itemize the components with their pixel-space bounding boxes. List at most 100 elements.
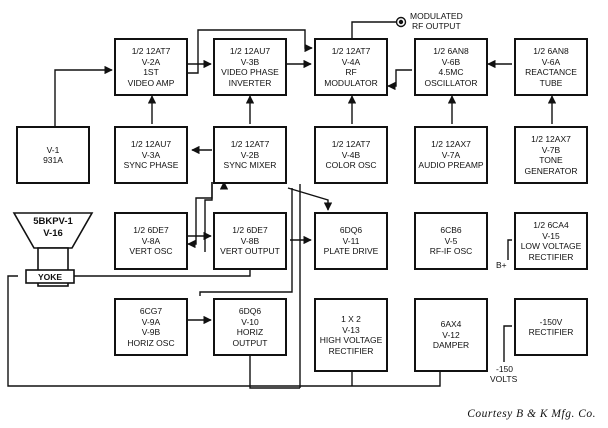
block-label-line: V-9A bbox=[141, 316, 161, 327]
block-label-line: V-7A bbox=[441, 149, 461, 160]
block-label-line: INVERTER bbox=[228, 77, 272, 88]
block-label-line: 1ST bbox=[143, 67, 159, 77]
block-label-line: VERT OSC bbox=[129, 246, 173, 257]
block-label-line: V-1 bbox=[46, 144, 60, 155]
block-label-line: 6DQ6 bbox=[339, 225, 363, 236]
rf-output-label-line2: RF OUTPUT bbox=[412, 21, 461, 31]
block-label-line: MODULATOR bbox=[324, 77, 378, 88]
block-label-line: SYNC PHASE bbox=[123, 160, 179, 171]
block-label-line: V-3B bbox=[240, 56, 260, 67]
block-label-line: SYNC MIXER bbox=[223, 160, 277, 171]
block-label-line: V-5 bbox=[444, 235, 458, 246]
block-label-line: V-6B bbox=[441, 56, 461, 67]
block-label-line: RF bbox=[345, 67, 357, 77]
block-label-line: 1 X 2 bbox=[341, 314, 361, 324]
block-label-line: V-2A bbox=[141, 56, 161, 67]
block-label-line: V-13 bbox=[342, 324, 360, 335]
block-label-line: V-11 bbox=[342, 235, 360, 246]
block-label-line: PLATE DRIVE bbox=[323, 246, 379, 257]
block-label-line: 1/2 12AX7 bbox=[431, 139, 471, 150]
block-label-line: V-4B bbox=[341, 149, 361, 160]
block-label-line: 1/2 12AU7 bbox=[130, 139, 172, 150]
block-label-line: RECTIFIER bbox=[328, 345, 374, 356]
block-label-line: VERT OUTPUT bbox=[220, 246, 280, 257]
block-label-line: RF-IF OSC bbox=[429, 246, 473, 257]
block-label-line: 1/2 12AT7 bbox=[331, 139, 371, 150]
block-label-line: 1/2 6AN8 bbox=[533, 46, 569, 56]
block-label-line: REACTANCE bbox=[525, 67, 577, 77]
block-label-line: 4.5MC bbox=[438, 67, 464, 77]
yoke-label: YOKE bbox=[37, 272, 63, 282]
block-label-line: OSCILLATOR bbox=[424, 77, 478, 88]
block-label-line: 6DQ6 bbox=[238, 306, 262, 316]
block-label-line: V-3A bbox=[141, 149, 161, 160]
block-label-line: 1/2 6DE7 bbox=[133, 225, 169, 236]
block-label-line: 6CG7 bbox=[139, 306, 163, 316]
block-label-line: V-6A bbox=[541, 56, 561, 67]
block-label-line: AUDIO PREAMP bbox=[418, 160, 484, 171]
block-label-line: HIGH VOLTAGE bbox=[319, 335, 383, 345]
block-label-line: V-2B bbox=[240, 149, 260, 160]
block-label-line: 1/2 6DE7 bbox=[232, 225, 268, 236]
credit-line: Courtesy B & K Mfg. Co. bbox=[467, 408, 596, 420]
block-label-line: RECTIFIER bbox=[528, 327, 574, 337]
neg150-label-line2: VOLTS bbox=[490, 374, 518, 384]
block-label-line: 1/2 12AU7 bbox=[229, 46, 271, 56]
block-label-line: LOW VOLTAGE bbox=[520, 241, 582, 251]
block-label-line: 1/2 6CA4 bbox=[533, 220, 569, 230]
rf-output-label-line1: MODULATED bbox=[410, 11, 463, 21]
block-label-line: 1/2 12AT7 bbox=[230, 139, 270, 150]
block-label-line: HORIZ bbox=[236, 327, 264, 337]
block-label-line: 1/2 12AT7 bbox=[131, 46, 171, 56]
block-label-line: 1/2 12AX7 bbox=[531, 134, 571, 144]
block-label-line: V-4A bbox=[341, 56, 361, 67]
neg150-label-line1: -150 bbox=[496, 364, 514, 374]
block-label-line: 931A bbox=[43, 155, 63, 165]
block-label-line: V-7B bbox=[541, 144, 561, 155]
block-label-line: COLOR OSC bbox=[325, 160, 377, 171]
crt-model: 5BKPV-1 bbox=[33, 216, 73, 227]
crt-tube-number: V-16 bbox=[43, 228, 63, 239]
block-label-line: DAMPER bbox=[432, 340, 470, 351]
block-label-line: TONE bbox=[539, 155, 563, 165]
block-label-line: RECTIFIER bbox=[528, 251, 574, 262]
block-label-line: -150V bbox=[539, 316, 563, 327]
block-label-line: V-15 bbox=[542, 230, 560, 241]
block-label-line: 6CB6 bbox=[440, 225, 462, 236]
block-label-line: OUTPUT bbox=[232, 337, 268, 348]
block-label-line: V-10 bbox=[241, 316, 259, 327]
block-label-line: GENERATOR bbox=[524, 165, 578, 176]
block-label-line: 1/2 6AN8 bbox=[433, 46, 469, 56]
block-label-line: V-9B bbox=[141, 327, 161, 337]
block-label-line: V-12 bbox=[442, 329, 460, 340]
block-label-line: TUBE bbox=[539, 77, 563, 88]
block-label-line: V-8B bbox=[240, 235, 260, 246]
block-label-line: V-8A bbox=[141, 235, 161, 246]
bplus-label: B+ bbox=[496, 260, 507, 270]
block-label-line: 1/2 12AT7 bbox=[331, 46, 371, 56]
block-label-line: VIDEO PHASE bbox=[221, 67, 279, 77]
block-label-line: HORIZ OSC bbox=[127, 337, 175, 348]
